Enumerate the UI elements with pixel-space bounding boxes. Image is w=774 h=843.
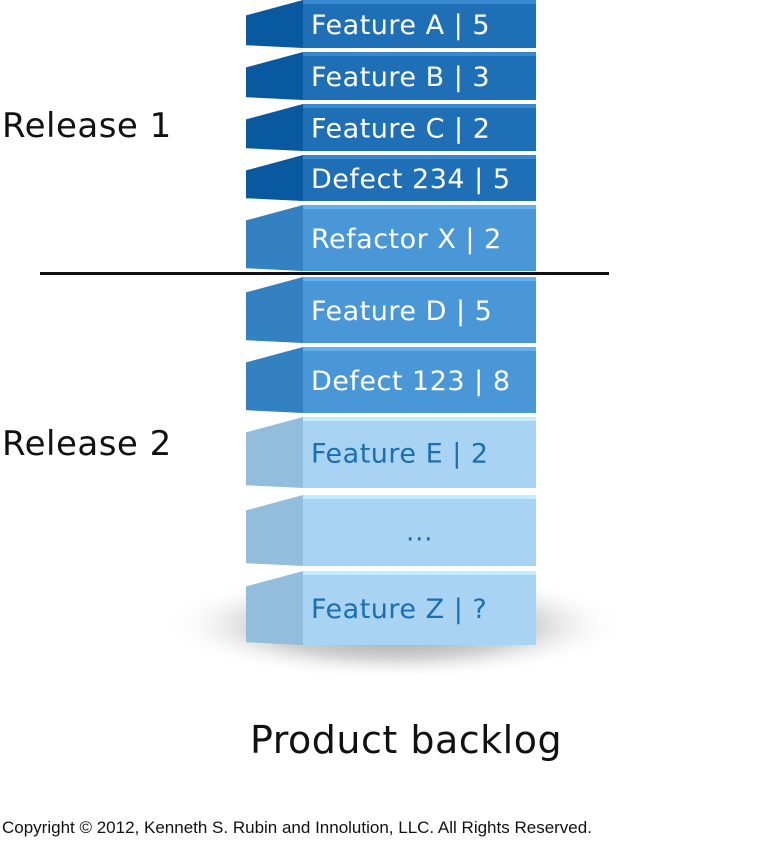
- block-front-face: [303, 495, 536, 566]
- backlog-item-block: Feature A | 5: [246, 0, 536, 48]
- block-side-face: [246, 571, 303, 645]
- backlog-item-label: ...: [406, 517, 433, 548]
- backlog-item-block: Feature Z | ?: [246, 571, 536, 645]
- block-highlight: [303, 347, 536, 351]
- block-side-face: [246, 205, 303, 271]
- backlog-item-label: Refactor X | 2: [311, 224, 502, 255]
- block-side-face: [246, 495, 303, 566]
- backlog-item-label: Feature Z | ?: [311, 594, 487, 625]
- release-1-label: Release 1: [2, 106, 172, 146]
- backlog-item-label: Defect 123 | 8: [311, 366, 511, 397]
- backlog-item-block: Feature C | 2: [246, 104, 536, 151]
- block-front-face: [303, 571, 536, 645]
- backlog-item-label: Feature D | 5: [311, 296, 492, 327]
- release-2-label: Release 2: [2, 424, 172, 464]
- block-highlight: [303, 277, 536, 281]
- block-highlight: [303, 495, 536, 499]
- block-side-face: [246, 347, 303, 413]
- block-side-face: [246, 155, 303, 201]
- backlog-item-block: Feature B | 3: [246, 52, 536, 100]
- block-side-face: [246, 417, 303, 488]
- backlog-item-block: Refactor X | 2: [246, 205, 536, 271]
- backlog-item-label: Feature A | 5: [311, 10, 490, 41]
- backlog-item-block: Feature D | 5: [246, 277, 536, 343]
- block-highlight: [303, 571, 536, 575]
- block-highlight: [303, 52, 536, 56]
- block-side-face: [246, 277, 303, 343]
- backlog-item-label: Feature B | 3: [311, 62, 490, 93]
- backlog-item-block: Feature E | 2: [246, 417, 536, 488]
- block-front-face: [303, 52, 536, 100]
- block-highlight: [303, 104, 536, 108]
- backlog-item-label: Feature C | 2: [311, 114, 490, 145]
- backlog-item-label: Defect 234 | 5: [311, 164, 511, 195]
- block-front-face: [303, 347, 536, 413]
- block-side-face: [246, 104, 303, 151]
- block-front-face: [303, 205, 536, 271]
- block-front-face: [303, 277, 536, 343]
- backlog-item-block: ...: [246, 495, 536, 566]
- backlog-item-label: Feature E | 2: [311, 439, 489, 470]
- block-side-face: [246, 52, 303, 100]
- backlog-item-block: Defect 234 | 5: [246, 155, 536, 201]
- block-highlight: [303, 205, 536, 209]
- block-front-face: [303, 104, 536, 151]
- backlog-item-block: Defect 123 | 8: [246, 347, 536, 413]
- block-front-face: [303, 0, 536, 48]
- product-backlog-title: Product backlog: [250, 718, 563, 762]
- release-divider-line: [40, 272, 609, 275]
- block-highlight: [303, 0, 536, 4]
- block-highlight: [303, 417, 536, 421]
- block-side-face: [246, 0, 303, 48]
- block-highlight: [303, 155, 536, 159]
- block-front-face: [303, 417, 536, 488]
- block-front-face: [303, 155, 536, 201]
- copyright-notice: Copyright © 2012, Kenneth S. Rubin and I…: [2, 818, 592, 837]
